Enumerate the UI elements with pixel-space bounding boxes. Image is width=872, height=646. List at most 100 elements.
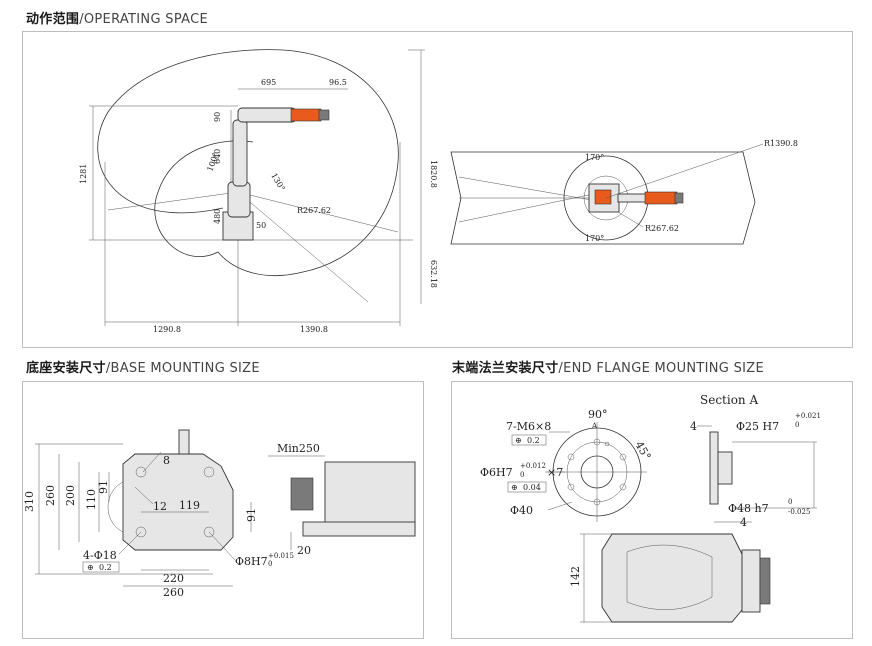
flange-bolt-5: [567, 483, 575, 491]
label-phi25-upper: +0.021: [795, 412, 821, 420]
label-phi48-upper: 0: [788, 498, 792, 506]
heading-base-mounting: 底座安装尺寸/BASE MOUNTING SIZE: [26, 357, 260, 376]
robot-top-joint: [594, 189, 612, 205]
base-front-curve: [107, 481, 124, 533]
label-220: 220: [163, 572, 184, 585]
label-tol-0-2-flange: 0.2: [527, 436, 540, 445]
robot-side-wrist: [290, 108, 322, 122]
label-8: 8: [163, 454, 170, 467]
side-work-envelope-inner: [154, 140, 254, 257]
heading-operating-en: /OPERATING SPACE: [79, 12, 208, 27]
label-4-bottom: 4: [740, 516, 747, 529]
heading-base-cn: 底座安装尺寸: [26, 361, 106, 376]
heading-operating-cn: 动作范围: [26, 12, 80, 27]
flange-arm-inner-curve: [626, 544, 713, 610]
base-side-connectors: [290, 477, 314, 511]
flange-tolerance-frame-2: [507, 481, 547, 493]
label-50: 50: [256, 221, 266, 230]
heading-base-en: /BASE MOUNTING SIZE: [105, 361, 260, 376]
base-hole-top-left: [135, 466, 147, 478]
label-480: 480: [213, 209, 222, 224]
label-phi25-lower: 0: [795, 421, 799, 429]
label-x7: ×7: [547, 466, 563, 479]
section-spigot: [717, 451, 733, 485]
label-8h7: Φ8H7: [235, 555, 268, 568]
label-110: 110: [85, 489, 98, 510]
top-limit-line-b: [458, 176, 604, 203]
base-hole-bottom-left: [135, 526, 147, 538]
flange-tolerance-frame-1: [511, 434, 547, 446]
heading-flange-cn: 末端法兰安装尺寸: [452, 361, 559, 376]
heading-flange-mounting: 末端法兰安装尺寸/END FLANGE MOUNTING SIZE: [452, 357, 764, 376]
label-phi48-lower: -0.025: [788, 508, 810, 516]
label-4phi18: 4-Φ18: [83, 549, 117, 562]
base-cable-connector: [178, 429, 190, 455]
label-1290-8: 1290.8: [153, 325, 181, 334]
label-m6: 7-M6×8: [506, 420, 551, 433]
base-side-block: [324, 461, 416, 533]
leader-12: [134, 486, 154, 505]
label-632-18: 632.18: [429, 260, 438, 288]
label-8h7-upper: +0.015: [268, 552, 294, 560]
label-200: 200: [64, 485, 77, 506]
label-min250: Min250: [277, 442, 320, 455]
leader-holes: [118, 531, 142, 555]
label-96-5: 96.5: [329, 78, 347, 87]
flange-mounting-drawing: 7-M6×8 ⊕ 0.2 90° 45° A Φ6H7 +0.012 0 ×7 …: [480, 393, 821, 623]
flange-bolt-2: [619, 453, 627, 461]
label-260-horiz: 260: [163, 586, 184, 599]
flange-position-icon-2: ⊕: [511, 483, 518, 492]
base-mounting-drawing: 310 260 200 110 91 8 12 119 91 4-Φ18 ⊕ 0…: [23, 429, 416, 599]
label-1281: 1281: [79, 164, 88, 184]
side-work-envelope-outer: [97, 49, 399, 276]
label-91-right: 91: [245, 508, 258, 522]
label-695: 695: [261, 78, 276, 87]
label-tol-0-04: 0.04: [523, 483, 541, 492]
label-r267-62-top: R267.62: [645, 224, 679, 233]
leader-phi40: [547, 501, 573, 511]
label-170-bottom: 170°: [585, 234, 604, 243]
top-leader-r1390: [605, 143, 764, 199]
label-a-flange: A: [591, 422, 598, 430]
base-position-icon: ⊕: [87, 563, 94, 572]
section-flange-disc: [709, 431, 719, 505]
robot-side-flange: [318, 109, 330, 121]
label-phi48: Φ48 h7: [728, 502, 769, 515]
label-tol-0-2-base: 0.2: [99, 563, 112, 572]
heading-flange-en: /END FLANGE MOUNTING SIZE: [558, 361, 765, 376]
base-hole-top-right: [203, 466, 215, 478]
label-119: 119: [179, 499, 200, 512]
flange-wrist-joint: [741, 549, 761, 613]
side-envelope-lower-ray: [237, 191, 369, 303]
label-91-left: 91: [97, 480, 110, 494]
label-130-deg: 130°: [269, 172, 286, 193]
label-310: 310: [23, 491, 36, 512]
label-170-top: 170°: [585, 153, 604, 162]
top-limit-line-a: [458, 191, 604, 223]
flange-bolt-6: [567, 453, 575, 461]
label-142: 142: [569, 566, 582, 587]
base-outline: [122, 453, 234, 551]
label-8h7-lower: 0: [268, 560, 272, 568]
flange-bolt-3: [619, 483, 627, 491]
robot-side-lower-arm: [227, 181, 251, 218]
operating-space-drawing: 695 96.5 90 640 480 1281 1820.8 632.18 1…: [79, 49, 798, 334]
top-leader-r267: [617, 211, 644, 228]
label-12: 12: [153, 500, 167, 513]
robot-top-wrist: [644, 191, 678, 205]
label-r267-62-side: R267.62: [297, 206, 331, 215]
base-side-plate: [302, 521, 416, 537]
label-90-deg: 90°: [588, 408, 608, 421]
label-1820-8: 1820.8: [429, 160, 438, 188]
label-20: 20: [297, 544, 311, 557]
operating-space-panel: 695 96.5 90 640 480 1281 1820.8 632.18 1…: [22, 31, 853, 348]
robot-side-forearm: [237, 107, 297, 123]
label-r1390-8-top: R1390.8: [764, 139, 798, 148]
base-hole-bottom-right: [203, 526, 215, 538]
robot-top-flange: [674, 192, 684, 204]
heading-operating-space: 动作范围/OPERATING SPACE: [26, 8, 208, 27]
label-90: 90: [213, 112, 222, 122]
base-tolerance-frame: [82, 561, 120, 573]
label-1390-8: 1390.8: [300, 325, 328, 334]
label-260-vert: 260: [44, 485, 57, 506]
